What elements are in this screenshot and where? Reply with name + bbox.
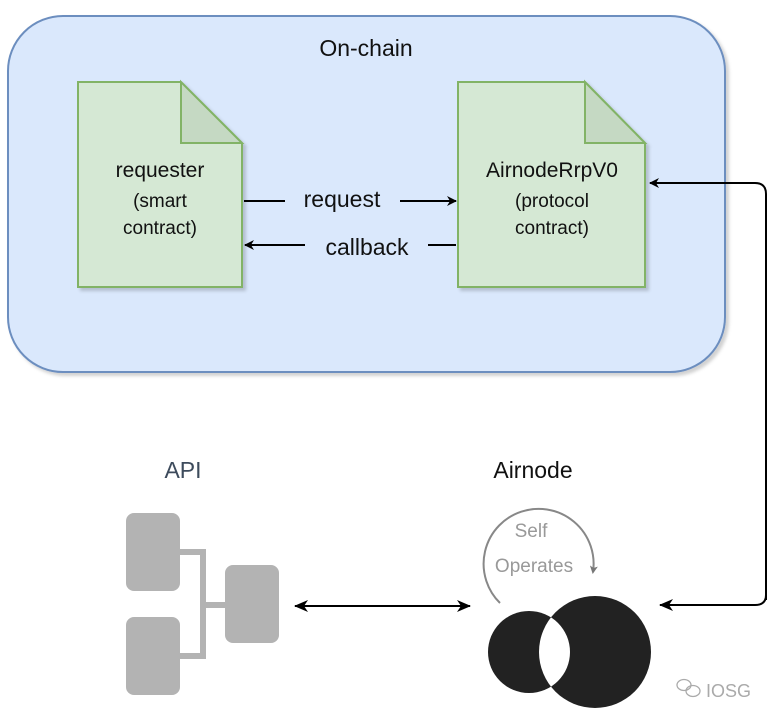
airnoderrp-label: AirnodeRrpV0 xyxy=(486,159,618,182)
self-operates-line2: Operates xyxy=(495,556,573,577)
wechat-icon xyxy=(676,678,701,698)
callback-edge: callback xyxy=(244,234,456,260)
self-operates-line1: Self xyxy=(515,521,548,542)
airnoderrp-sub2: contract) xyxy=(515,218,589,239)
self-operates-loop-icon xyxy=(482,507,598,604)
airnode-rrp-connector-bottom xyxy=(659,594,767,611)
airnode-title: Airnode xyxy=(493,457,572,483)
watermark-text: IOSG xyxy=(706,681,751,701)
watermark: IOSG xyxy=(676,678,751,701)
airnoderrp-sub1: (protocol xyxy=(515,191,589,212)
requester-label: requester xyxy=(116,159,205,182)
api-icon xyxy=(126,513,279,695)
api-title: API xyxy=(164,457,201,483)
requester-sub2: contract) xyxy=(123,218,197,239)
airnode-logo xyxy=(488,596,651,708)
requester-sub1: (smart xyxy=(133,191,188,212)
request-label: request xyxy=(304,186,381,212)
callback-label: callback xyxy=(325,234,409,260)
request-edge: request xyxy=(244,186,457,212)
airnoderrp-contract xyxy=(457,79,648,288)
airnode-rrp-connector xyxy=(649,178,767,600)
requester-contract xyxy=(77,79,245,288)
onchain-title: On-chain xyxy=(319,35,412,61)
